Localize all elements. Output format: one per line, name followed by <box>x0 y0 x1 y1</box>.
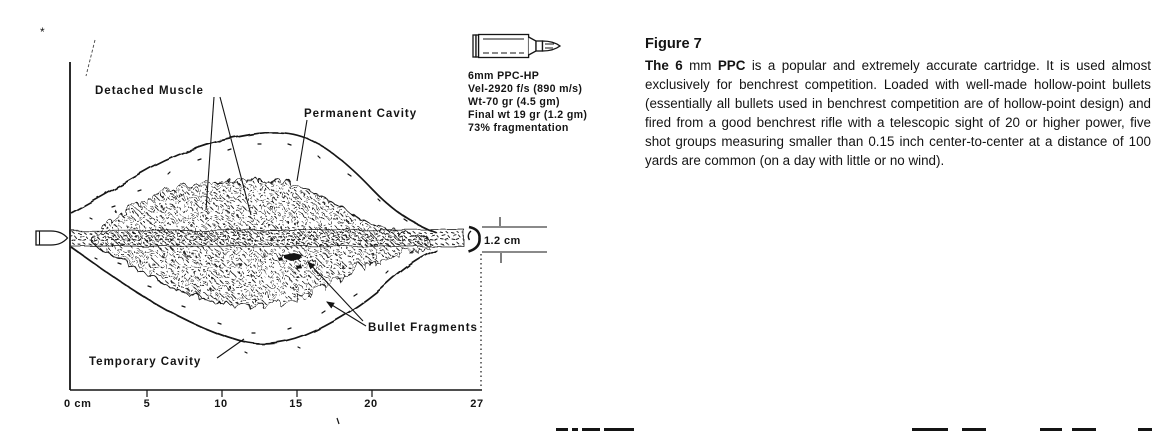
exit-dimension-lines <box>482 217 547 263</box>
exit-dimension-label: 1.2 cm <box>484 235 521 247</box>
caption-intro-bold: The 6 <box>645 58 683 73</box>
axis-tick-label-15: 15 <box>289 398 302 410</box>
leader-lines <box>205 96 367 359</box>
caption-intro-bold2: PPC <box>717 58 746 73</box>
cartridge-spec-fragmentation: 73% fragmentation <box>468 122 569 134</box>
bullet-icon <box>35 230 69 246</box>
caption-title: Figure 7 <box>645 36 702 52</box>
label-detached-muscle: Detached Muscle <box>95 85 204 97</box>
axis-tick-label-0: 0 cm <box>64 398 91 410</box>
pen-stroke-mark <box>85 39 96 77</box>
permanent-cavity-region <box>88 174 426 304</box>
bullet-fragment-blobs <box>278 253 302 269</box>
wound-profile-diagram: * <box>35 25 547 425</box>
temporary-cavity-outline <box>70 131 438 345</box>
axis-tick-label-27: 27 <box>470 398 483 410</box>
cartridge-spec-velocity: Vel-2920 f/s (890 m/s) <box>468 83 583 95</box>
leader-detached-muscle-1 <box>205 96 215 211</box>
axis-tick-label-5: 5 <box>144 398 151 410</box>
leader-bullet-fragments-2 <box>326 301 367 327</box>
leader-detached-muscle-2 <box>219 96 252 216</box>
tissue-specks <box>89 143 414 354</box>
axis-speck-mark <box>336 417 340 425</box>
cartridge-name: 6mm PPC-HP <box>468 70 540 82</box>
caption-body: The 6 mm PPC is a popular and extremely … <box>645 56 1151 170</box>
rifle-cartridge-icon <box>472 33 562 59</box>
label-bullet-fragments: Bullet Fragments <box>368 322 478 334</box>
caption-intro-mid: mm <box>682 58 718 73</box>
asterisk-mark: * <box>40 25 45 39</box>
depth-axis <box>70 389 482 397</box>
axis-tick-label-10: 10 <box>214 398 227 410</box>
leader-bullet-fragments-1 <box>307 261 364 322</box>
caption-text: is a popular and extremely accurate cart… <box>645 58 1151 168</box>
leader-permanent-cavity <box>296 119 308 182</box>
exit-splash-icon <box>467 225 481 253</box>
cartridge-spec-final-weight: Final wt 19 gr (1.2 gm) <box>468 109 588 121</box>
leader-temporary-cavity <box>216 338 245 359</box>
axis-tick-label-20: 20 <box>364 398 377 410</box>
label-permanent-cavity: Permanent Cavity <box>304 108 417 120</box>
figure-caption: Figure 7 The 6 mm PPC is a popular and e… <box>645 36 1151 170</box>
cartridge-spec-panel: 6mm PPC-HP Vel-2920 f/s (890 m/s) Wt-70 … <box>468 30 658 135</box>
cartridge-spec-weight: Wt-70 gr (4.5 gm) <box>468 96 560 108</box>
label-temporary-cavity: Temporary Cavity <box>89 356 201 368</box>
